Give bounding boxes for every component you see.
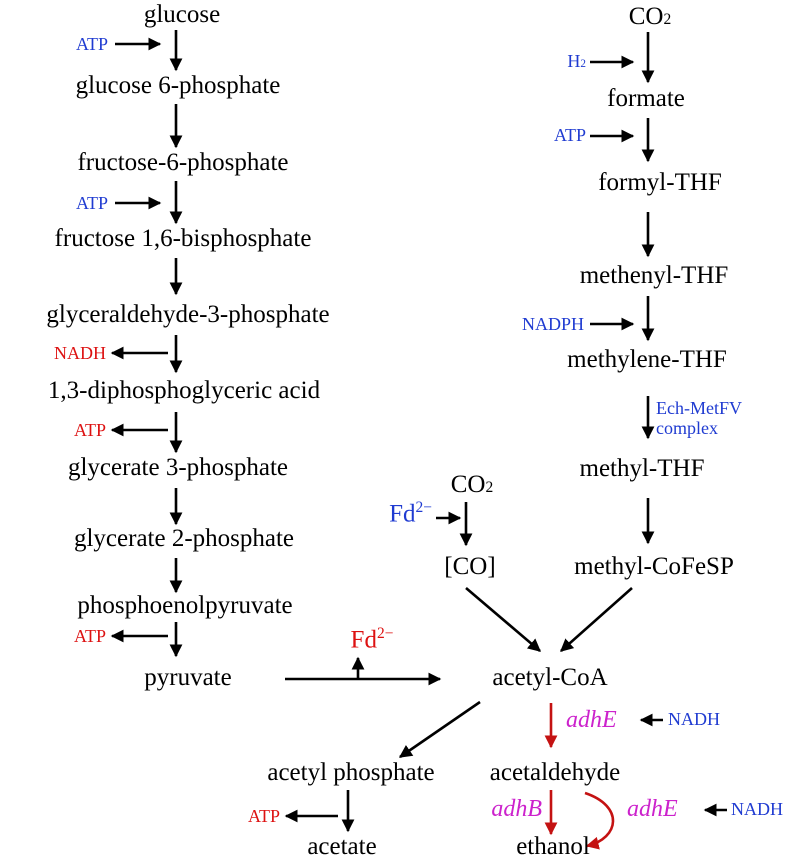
cofactor-atp-produced-pep: ATP (73, 626, 106, 646)
gene-adhE-bottom: adhE (627, 796, 678, 822)
gene-adhE-top: adhE (566, 707, 617, 733)
enzyme-ech-metfv-line1: Ech-MetFV (656, 398, 742, 418)
cofactor-nadph: NADPH (521, 314, 584, 334)
cofactor-atp-formate: ATP (553, 125, 586, 145)
metabolite-glucose-6-phosphate: glucose 6-phosphate (75, 72, 281, 99)
metabolite-glycerate-3-phosphate: glycerate 3-phosphate (67, 454, 289, 481)
metabolite-methyl-cofesp: methyl-CoFeSP (574, 553, 734, 580)
metabolite-co2-mid: CO2 (450, 471, 494, 498)
metabolite-phosphoenolpyruvate: phosphoenolpyruvate (77, 592, 293, 619)
cofactor-fd-reduced-consumed: Fd2− (389, 499, 432, 528)
cofactor-nadh-adhe-bottom: NADH (731, 799, 783, 819)
cofactor-atp-fructose: ATP (75, 193, 108, 213)
metabolite-co2-top: CO2 (628, 3, 672, 30)
metabolite-glycerate-2-phosphate: glycerate 2-phosphate (73, 525, 295, 552)
arrow-acetaldehyde-to-ethanol-adhe (584, 791, 615, 850)
metabolite-methylene-thf: methylene-THF (567, 346, 727, 373)
metabolite-acetate: acetate (307, 833, 377, 860)
cofactor-atp-glucose: ATP (75, 34, 108, 54)
metabolite-methyl-thf: methyl-THF (579, 455, 705, 482)
metabolite-glucose: glucose (143, 1, 221, 28)
arrow-methylcofesp-to-acetylcoa (560, 587, 633, 652)
cofactor-atp-produced-13dpg: ATP (73, 420, 106, 440)
cofactor-h2: H2 (567, 51, 586, 71)
metabolite-pyruvate: pyruvate (144, 664, 232, 691)
metabolite-fructose-6-phosphate: fructose-6-phosphate (77, 149, 289, 176)
cofactor-fd-reduced-produced: Fd2− (350, 625, 394, 654)
metabolite-1-3-diphosphoglyceric-acid: 1,3-diphosphoglyceric acid (47, 377, 321, 404)
metabolite-acetaldehyde: acetaldehyde (489, 759, 621, 786)
enzyme-ech-metfv-line2: complex (656, 418, 718, 438)
metabolite-acetyl-phosphate: acetyl phosphate (267, 759, 435, 786)
metabolite-methenyl-thf: methenyl-THF (579, 262, 729, 289)
cofactor-nadh-produced: NADH (54, 343, 106, 363)
gene-adhB: adhB (491, 796, 542, 822)
cofactor-atp-produced-acetate: ATP (247, 806, 280, 826)
metabolite-formyl-thf: formyl-THF (598, 169, 722, 196)
cofactor-nadh-adhe-top: NADH (668, 709, 720, 729)
metabolite-acetyl-coa: acetyl-CoA (492, 664, 608, 691)
enzyme-ech-metfv-complex: Ech-MetFV complex (656, 398, 742, 438)
metabolite-glyceraldehyde-3-phosphate: glyceraldehyde-3-phosphate (46, 301, 330, 328)
metabolite-formate: formate (607, 85, 685, 112)
metabolite-ethanol: ethanol (516, 833, 590, 860)
metabolite-co: [CO] (444, 553, 496, 580)
arrow-co-to-acetylcoa (465, 587, 541, 652)
metabolite-fructose-1-6-bisphosphate: fructose 1,6-bisphosphate (54, 225, 312, 252)
arrow-acetylcoa-to-acetylphosphate (398, 700, 481, 759)
